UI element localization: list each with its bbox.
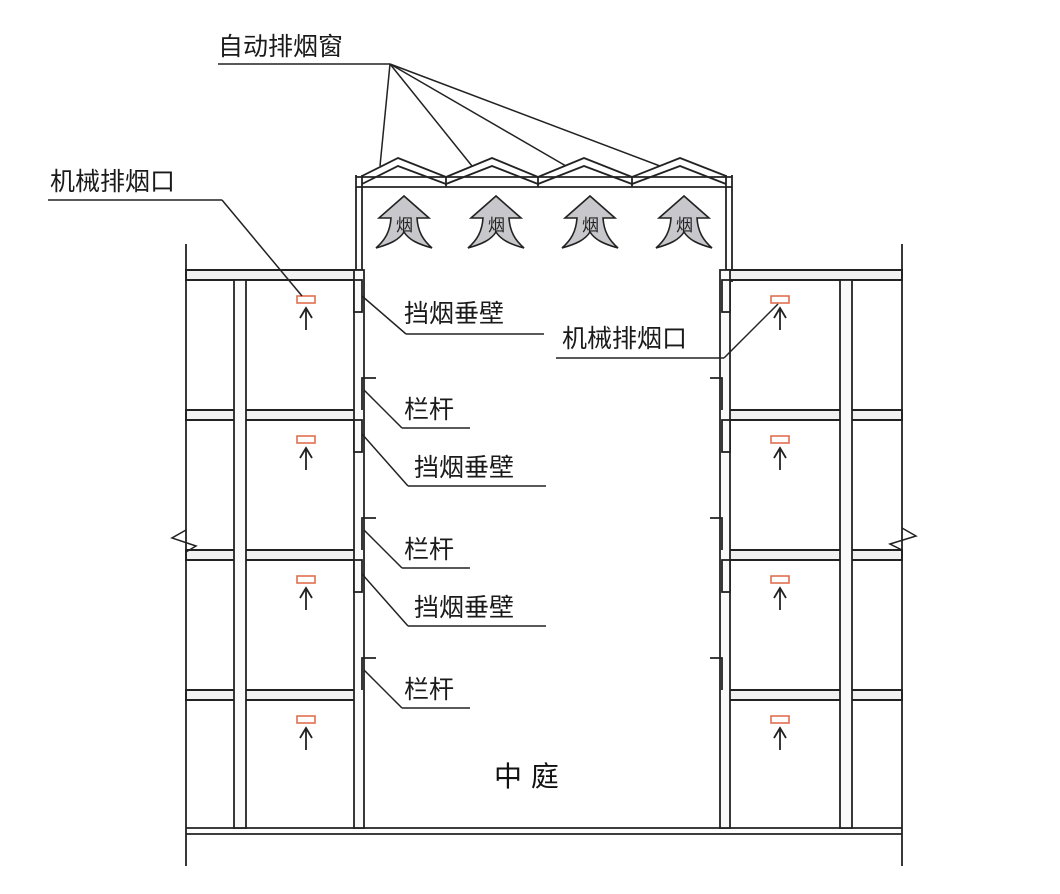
smoke-label-3: 烟 [582, 216, 599, 236]
label-smoke-curtain-3: 挡烟垂壁 [414, 593, 514, 622]
labels: 自动排烟窗 机械排烟口 机械排烟口 挡烟垂壁 栏杆 挡烟垂壁 栏杆 挡烟垂壁 栏… [50, 32, 687, 793]
label-railing-3: 栏杆 [404, 675, 454, 704]
exhaust-vent-left-3 [296, 575, 316, 610]
smoke-plume-3-icon: 烟 [561, 194, 619, 249]
label-railing-2: 栏杆 [404, 535, 454, 564]
smoke-plume-1-icon: 烟 [375, 194, 433, 249]
exhaust-vent-left-4 [296, 715, 316, 750]
walls-columns [170, 244, 918, 866]
label-mech-exhaust-left: 机械排烟口 [50, 167, 175, 196]
exhaust-vents [296, 295, 790, 750]
exhaust-vent-left-1 [296, 295, 316, 330]
label-atrium: 中 庭 [494, 760, 559, 793]
railings [361, 377, 723, 690]
label-smoke-curtain-2: 挡烟垂壁 [414, 453, 514, 482]
smoke-label-2: 烟 [488, 216, 505, 236]
smoke-curtains [353, 279, 731, 593]
smoke-label-1: 烟 [396, 216, 413, 236]
smoke-label-4: 烟 [676, 216, 693, 236]
leader-lines [48, 63, 779, 709]
label-mech-exhaust-right: 机械排烟口 [562, 324, 687, 353]
exhaust-vent-left-2 [296, 435, 316, 470]
smoke-plumes: 烟 烟 烟 烟 [375, 194, 713, 249]
skylight-structure [355, 157, 733, 282]
floor-slabs [185, 269, 903, 835]
label-auto-smoke-window: 自动排烟窗 [218, 32, 343, 61]
smoke-plume-2-icon: 烟 [467, 194, 525, 249]
smoke-plume-4-icon: 烟 [655, 194, 713, 249]
exhaust-vent-right-2 [770, 435, 790, 470]
label-railing-1: 栏杆 [404, 395, 454, 424]
label-smoke-curtain-1: 挡烟垂壁 [404, 299, 504, 328]
exhaust-vent-right-3 [770, 575, 790, 610]
exhaust-vent-right-4 [770, 715, 790, 750]
exhaust-vent-right-1 [770, 295, 790, 330]
